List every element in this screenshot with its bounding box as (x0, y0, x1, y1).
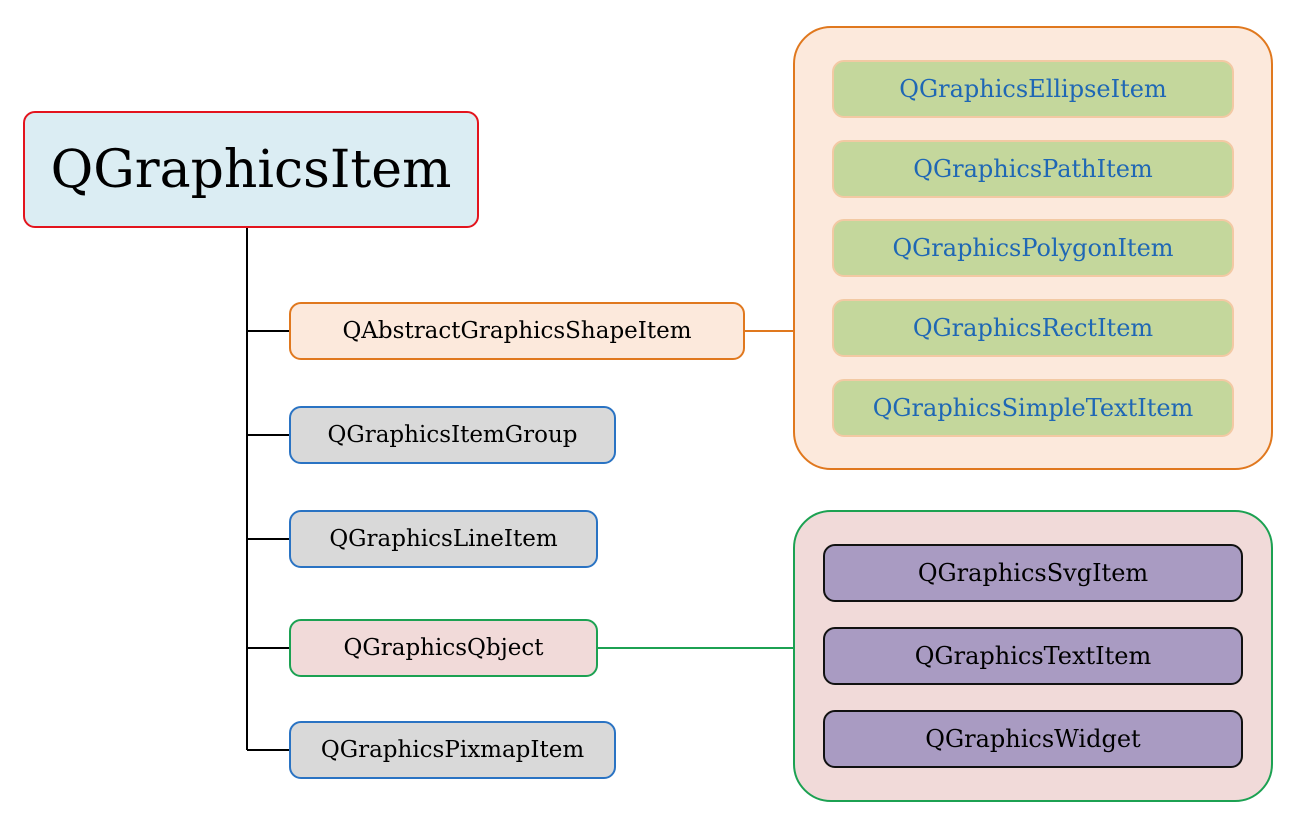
object-subclass-text-item: QGraphicsTextItem (823, 627, 1243, 685)
child-node-item-group: QGraphicsItemGroup (289, 406, 616, 464)
object-subclass-svg-item: QGraphicsSvgItem (823, 544, 1243, 602)
root-node-qgraphicsitem: QGraphicsItem (23, 111, 479, 228)
object-subclass-widget: QGraphicsWidget (823, 710, 1243, 768)
shape-subclass-ellipse-item: QGraphicsEllipseItem (832, 60, 1234, 118)
child-node-graphics-object: QGraphicsQbject (289, 619, 598, 677)
shape-subclass-rect-item: QGraphicsRectItem (832, 299, 1234, 357)
shape-subclass-path-item: QGraphicsPathItem (832, 140, 1234, 198)
child-node-abstract-shape-item: QAbstractGraphicsShapeItem (289, 302, 745, 360)
shape-subclass-simple-text-item: QGraphicsSimpleTextItem (832, 379, 1234, 437)
child-node-line-item: QGraphicsLineItem (289, 510, 598, 568)
shape-subclass-polygon-item: QGraphicsPolygonItem (832, 219, 1234, 277)
child-node-pixmap-item: QGraphicsPixmapItem (289, 721, 616, 779)
